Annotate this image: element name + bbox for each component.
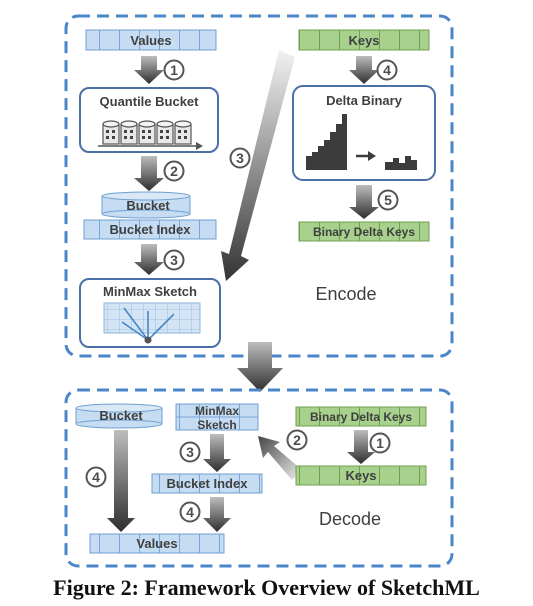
encode-bucket-label: Bucket: [126, 198, 170, 213]
arrow-encode-diagonal-step-3: [221, 50, 295, 281]
arrow-encode-step-1: [134, 56, 164, 84]
arrow-decode-step-1: [347, 430, 375, 464]
svg-text:3: 3: [236, 150, 244, 166]
step-badge: 5: [377, 189, 399, 211]
staircase-bars-icon: [306, 114, 347, 170]
decode-panel: [64, 388, 454, 568]
decode-keys-label: Keys: [345, 468, 376, 483]
arrow-encode-step-3: [134, 244, 164, 275]
svg-text:4: 4: [92, 469, 100, 485]
decode-panel-title: Decode: [319, 509, 381, 529]
svg-text:4: 4: [186, 504, 194, 520]
arrow-decode-step-3: [203, 434, 231, 472]
svg-text:4: 4: [383, 62, 391, 78]
decode-minmax-line2: Sketch: [197, 418, 236, 432]
arrow-decode-step-4-bucket: [107, 430, 135, 532]
sketch-grid-icon: [103, 302, 201, 344]
step-badge: 1: [163, 59, 185, 81]
decode-bucket-label: Bucket: [99, 408, 143, 423]
encode-values-label: Values: [130, 33, 171, 48]
encode-binary-delta-keys-label: Binary Delta Keys: [313, 225, 415, 239]
delta-binary-label: Delta Binary: [326, 93, 403, 108]
arrow-decode-step-4-index: [203, 497, 231, 532]
decode-binary-delta-keys-label: Binary Delta Keys: [310, 410, 412, 424]
decode-minmax-sketch: MinMax Sketch: [175, 403, 259, 432]
decode-bucket-index-bar: Bucket Index: [151, 473, 263, 494]
svg-text:2: 2: [293, 432, 301, 448]
delta-binary-box: Delta Binary: [292, 85, 436, 181]
step-badge: 4: [179, 501, 201, 523]
small-bars-icon: [385, 156, 417, 170]
step-badge: 3: [163, 249, 185, 271]
decode-minmax-line1: MinMax: [195, 404, 239, 418]
svg-text:1: 1: [376, 435, 384, 451]
svg-text:1: 1: [170, 62, 178, 78]
arrow-encode-step-2: [134, 156, 164, 191]
arrow-encode-to-decode: [237, 342, 283, 392]
minmax-sketch-box: MinMax Sketch: [79, 278, 221, 348]
step-badge: 4: [376, 59, 398, 81]
svg-text:5: 5: [384, 192, 392, 208]
quantile-bucket-label: Quantile Bucket: [100, 94, 200, 109]
encode-bucket-index-bar: Bucket Index: [83, 219, 217, 240]
decode-bucket-cylinder: Bucket: [75, 403, 163, 429]
quantile-bucket-box: Quantile Bucket: [79, 87, 219, 153]
decode-values-bar: Values: [89, 533, 225, 554]
step-badge: 4: [85, 466, 107, 488]
decode-binary-delta-keys-bar: Binary Delta Keys: [295, 406, 427, 427]
decode-keys-bar: Keys: [295, 465, 427, 486]
arrow-encode-step-5: [349, 185, 379, 219]
arrow-encode-step-4: [349, 56, 379, 84]
encode-binary-delta-keys-bar: Binary Delta Keys: [298, 221, 430, 242]
arrow-decode-step-2: [258, 436, 302, 480]
step-badge: 1: [369, 432, 391, 454]
svg-text:3: 3: [186, 444, 194, 460]
step-badge: 2: [163, 160, 185, 182]
decode-bucket-index-label: Bucket Index: [167, 476, 249, 491]
svg-text:3: 3: [170, 252, 178, 268]
decode-values-label: Values: [136, 536, 177, 551]
step-badge: 2: [286, 429, 308, 451]
encode-bucket-cylinder: Bucket: [101, 191, 191, 219]
encode-values-bar: Values: [85, 29, 217, 51]
encode-bucket-index-label: Bucket Index: [110, 222, 192, 237]
encode-keys-bar: Keys: [298, 29, 430, 51]
step-badge: 3: [229, 147, 251, 169]
svg-text:2: 2: [170, 163, 178, 179]
encode-panel-title: Encode: [315, 284, 376, 304]
bucket-cylinders-icon: [98, 120, 203, 150]
encode-keys-label: Keys: [348, 33, 379, 48]
figure-caption: Figure 2: Framework Overview of SketchML: [53, 575, 480, 600]
step-badge: 3: [179, 441, 201, 463]
arrow-right-icon: [356, 151, 376, 161]
minmax-sketch-label: MinMax Sketch: [103, 284, 197, 299]
